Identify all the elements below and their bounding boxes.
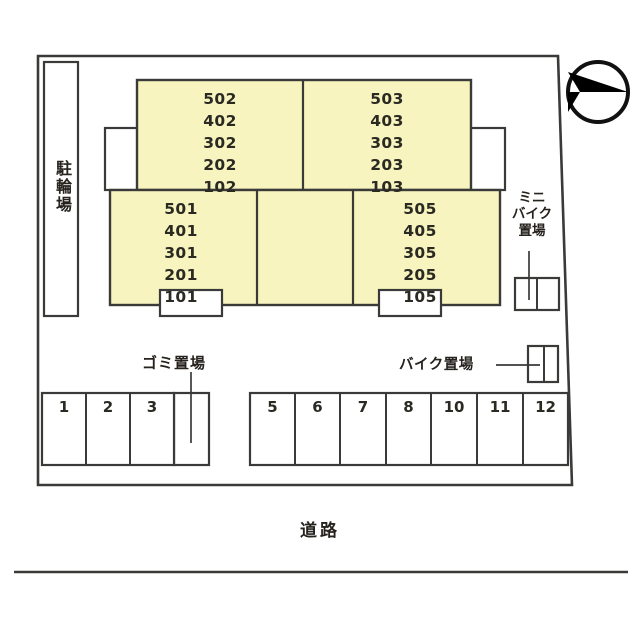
lower-building-block	[108, 188, 502, 318]
bike-parking-group	[496, 344, 560, 384]
north-arrow-icon	[566, 60, 630, 124]
unit-label-203: 203	[370, 156, 404, 174]
unit-label-402: 402	[203, 112, 237, 130]
parking-stall-2: 2	[102, 398, 114, 416]
unit-label-301: 301	[164, 244, 198, 262]
unit-stack-503: 503 403 303 203 103	[347, 88, 427, 198]
unit-label-202: 202	[203, 156, 237, 174]
parking-stall-8: 8	[403, 398, 414, 416]
unit-label-103: 103	[370, 178, 404, 196]
unit-label-102: 102	[203, 178, 237, 196]
unit-label-502: 502	[203, 90, 237, 108]
mini-bike-parking-label: ミニ バイク 置場	[508, 190, 556, 239]
parking-stall-5: 5	[267, 398, 278, 416]
bicycle-parking-label: 駐輪場	[53, 160, 72, 214]
unit-label-205: 205	[403, 266, 437, 284]
parking-row-right-outline	[248, 391, 570, 467]
parking-stall-6: 6	[312, 398, 323, 416]
unit-label-105: 105	[403, 288, 437, 306]
parking-row-left-outline	[40, 391, 176, 467]
lower-building-body	[108, 188, 502, 307]
unit-label-303: 303	[370, 134, 404, 152]
upper-building-block	[103, 78, 507, 192]
mini-bike-parking-label-line-1: ミニ	[518, 190, 546, 206]
unit-label-503: 503	[370, 90, 404, 108]
mini-bike-parking-label-line-2: バイク	[511, 206, 553, 223]
parking-stall-1: 1	[58, 398, 70, 416]
unit-label-505: 505	[403, 200, 437, 218]
road-label: 道路	[300, 521, 340, 541]
parking-stall-11: 11	[489, 398, 511, 416]
parking-stall-12: 12	[535, 398, 556, 416]
parking-stall-3: 3	[146, 398, 158, 416]
unit-label-401: 401	[164, 222, 198, 240]
unit-label-405: 405	[403, 222, 437, 240]
lower-entrance-105	[377, 288, 443, 318]
unit-label-302: 302	[203, 134, 237, 152]
garbage-area-group	[172, 372, 211, 467]
garbage-area-label: ゴミ置場	[142, 354, 207, 372]
bike-parking-label: バイク置場	[399, 357, 474, 373]
upper-left-stair	[103, 126, 140, 192]
unit-label-201: 201	[164, 266, 198, 284]
parking-stall-10: 10	[443, 398, 465, 416]
lower-entrance-101	[158, 288, 224, 318]
unit-label-305: 305	[403, 244, 437, 262]
unit-label-501: 501	[164, 200, 198, 218]
unit-stack-502: 502 402 302 202 102	[180, 88, 260, 198]
unit-stack-501: 501 401 301 201 101	[141, 198, 221, 308]
mini-bike-parking-group	[513, 251, 561, 312]
bicycle-parking-box	[42, 60, 80, 318]
parking-row-right	[248, 391, 570, 467]
mini-bike-parking-label-line-3: 置場	[518, 222, 546, 239]
unit-stack-505: 505 405 305 205 105	[380, 198, 460, 308]
upper-right-stair	[468, 126, 507, 192]
unit-label-403: 403	[370, 112, 404, 130]
site-boundary	[36, 54, 574, 487]
parking-row-left	[40, 391, 176, 467]
unit-label-101: 101	[164, 288, 198, 306]
parking-stall-7: 7	[357, 398, 369, 416]
